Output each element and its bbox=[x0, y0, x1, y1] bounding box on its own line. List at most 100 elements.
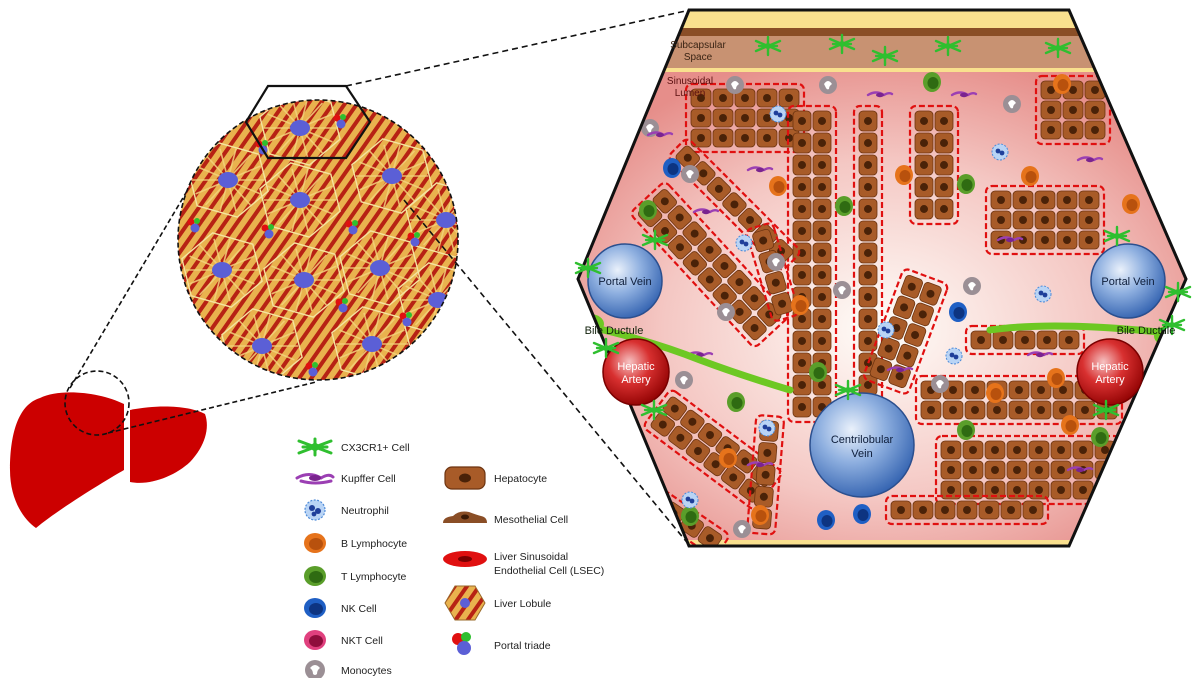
hepatic-artery-label: Hepatic bbox=[1091, 361, 1129, 373]
sinusoidal-lumen-label: Lumen bbox=[675, 88, 706, 99]
t-lymphocyte-cell bbox=[681, 506, 699, 526]
portal-triade-icon bbox=[452, 632, 471, 655]
neutrophil-cell bbox=[759, 420, 775, 436]
neutrophil-cell bbox=[770, 106, 786, 122]
t-lymphocyte-cell bbox=[923, 72, 941, 92]
t-lymphocyte-cell bbox=[1091, 427, 1109, 447]
b-lymphocyte-cell bbox=[1061, 415, 1079, 435]
monocyte-cell bbox=[819, 76, 837, 94]
legend-label: CX3CR1+ Cell bbox=[341, 442, 410, 454]
t-lymphocyte-cell bbox=[639, 200, 657, 220]
cx3cr1-cell-icon bbox=[299, 439, 331, 455]
mesothelial-cell-icon bbox=[443, 512, 487, 524]
liver-right-lobe bbox=[130, 407, 207, 483]
legend-label: Liver Sinusoidal bbox=[494, 551, 568, 563]
zoom-line bbox=[108, 382, 316, 433]
t-lymphocyte-cell bbox=[957, 174, 975, 194]
hepatic-artery-label: Artery bbox=[1095, 374, 1125, 386]
central-vein-mark bbox=[252, 338, 272, 354]
t-lymphocyte-cell bbox=[809, 362, 827, 382]
legend-label: Kupffer Cell bbox=[341, 473, 396, 485]
t-lymphocyte-icon bbox=[304, 566, 326, 586]
legend-label: Monocytes bbox=[341, 665, 392, 677]
portal-vein-label: Portal Vein bbox=[598, 276, 651, 288]
hepatic-artery-label: Artery bbox=[621, 374, 651, 386]
b-lymphocyte-cell bbox=[1122, 194, 1140, 214]
central-vein-mark bbox=[370, 260, 390, 276]
central-vein-mark bbox=[362, 336, 382, 352]
central-vein-mark bbox=[290, 192, 310, 208]
zoom-line bbox=[70, 186, 190, 388]
liver-lobule-icon bbox=[445, 586, 485, 620]
hepatocyte-plate bbox=[986, 186, 1104, 254]
nk-cell-cell bbox=[663, 158, 681, 178]
zoom-line bbox=[346, 10, 690, 86]
sinusoid-hexagon: Subcapsular Space Sinusoidal Lumen Porta… bbox=[576, 10, 1190, 558]
monocyte-cell bbox=[931, 375, 949, 393]
centrilobular-vein-label: Vein bbox=[851, 448, 872, 460]
neutrophil-cell bbox=[992, 144, 1008, 160]
nk-cell-icon bbox=[304, 598, 326, 618]
portal-triad-mark bbox=[180, 302, 193, 317]
legend-label: Portal triade bbox=[494, 640, 551, 652]
legend-label: Liver Lobule bbox=[494, 598, 551, 610]
b-lymphocyte-cell bbox=[719, 448, 737, 468]
b-lymphocyte-cell bbox=[791, 295, 809, 315]
monocyte-cell bbox=[833, 281, 851, 299]
lobule-magnified bbox=[178, 86, 486, 391]
nkt-cell-icon bbox=[304, 630, 326, 650]
bile-ductule-label: Bile Ductule bbox=[1117, 325, 1176, 337]
b-lymphocyte-cell bbox=[751, 505, 769, 525]
legend-label: Mesothelial Cell bbox=[494, 514, 568, 526]
legend-label: B Lymphocyte bbox=[341, 538, 407, 550]
b-lymphocyte-cell bbox=[1021, 166, 1039, 186]
central-vein-mark bbox=[290, 120, 310, 136]
monocyte-icon bbox=[305, 660, 325, 678]
t-lymphocyte-cell bbox=[835, 196, 853, 216]
neutrophil-cell bbox=[1035, 286, 1051, 302]
nk-cell-cell bbox=[949, 302, 967, 322]
b-lymphocyte-cell bbox=[1047, 368, 1065, 388]
legend-label: Endothelial Cell (LSEC) bbox=[494, 565, 604, 577]
monocyte-cell bbox=[717, 303, 735, 321]
t-lymphocyte-cell bbox=[957, 420, 975, 440]
nk-cell-cell bbox=[853, 504, 871, 524]
central-vein-mark bbox=[294, 272, 314, 288]
central-vein-mark bbox=[218, 172, 238, 188]
subcapsular-space-label: Subcapsular bbox=[670, 40, 726, 51]
mesothelial-layer bbox=[578, 28, 1188, 36]
legend-label: T Lymphocyte bbox=[341, 571, 407, 583]
portal-vein-label: Portal Vein bbox=[1101, 276, 1154, 288]
b-lymphocyte-icon bbox=[304, 533, 326, 553]
neutrophil-cell bbox=[682, 492, 698, 508]
liver-organ bbox=[10, 392, 207, 528]
monocyte-cell bbox=[733, 520, 751, 538]
legend-label: Hepatocyte bbox=[494, 473, 547, 485]
b-lymphocyte-cell bbox=[1053, 74, 1071, 94]
central-vein-mark bbox=[428, 292, 448, 308]
neutrophil-cell bbox=[946, 348, 962, 364]
bile-ductule-label: Bile Ductule bbox=[585, 325, 644, 337]
legend-label: NKT Cell bbox=[341, 635, 383, 647]
monocyte-cell bbox=[1119, 501, 1137, 519]
portal-triad-mark bbox=[240, 376, 253, 391]
neutrophil-cell bbox=[736, 235, 752, 251]
hepatocyte-plate bbox=[1036, 76, 1110, 144]
monocyte-cell bbox=[675, 371, 693, 389]
monocyte-cell bbox=[1003, 95, 1021, 113]
legend: CX3CR1+ Cell Kupffer Cell Neutrophil B L… bbox=[297, 439, 604, 678]
b-lymphocyte-cell bbox=[769, 176, 787, 196]
central-vein-mark bbox=[436, 212, 456, 228]
legend-label: NK Cell bbox=[341, 603, 377, 615]
monocyte-cell bbox=[767, 253, 785, 271]
monocyte-cell bbox=[726, 76, 744, 94]
kupffer-cell-icon bbox=[297, 475, 333, 484]
legend-label: Neutrophil bbox=[341, 505, 389, 517]
neutrophil-icon bbox=[305, 500, 325, 520]
subcapsular-space-label: Space bbox=[684, 52, 713, 63]
lsec-icon bbox=[443, 551, 487, 567]
hepatic-artery-label: Hepatic bbox=[617, 361, 655, 373]
central-vein-mark bbox=[382, 168, 402, 184]
neutrophil-cell bbox=[878, 322, 894, 338]
